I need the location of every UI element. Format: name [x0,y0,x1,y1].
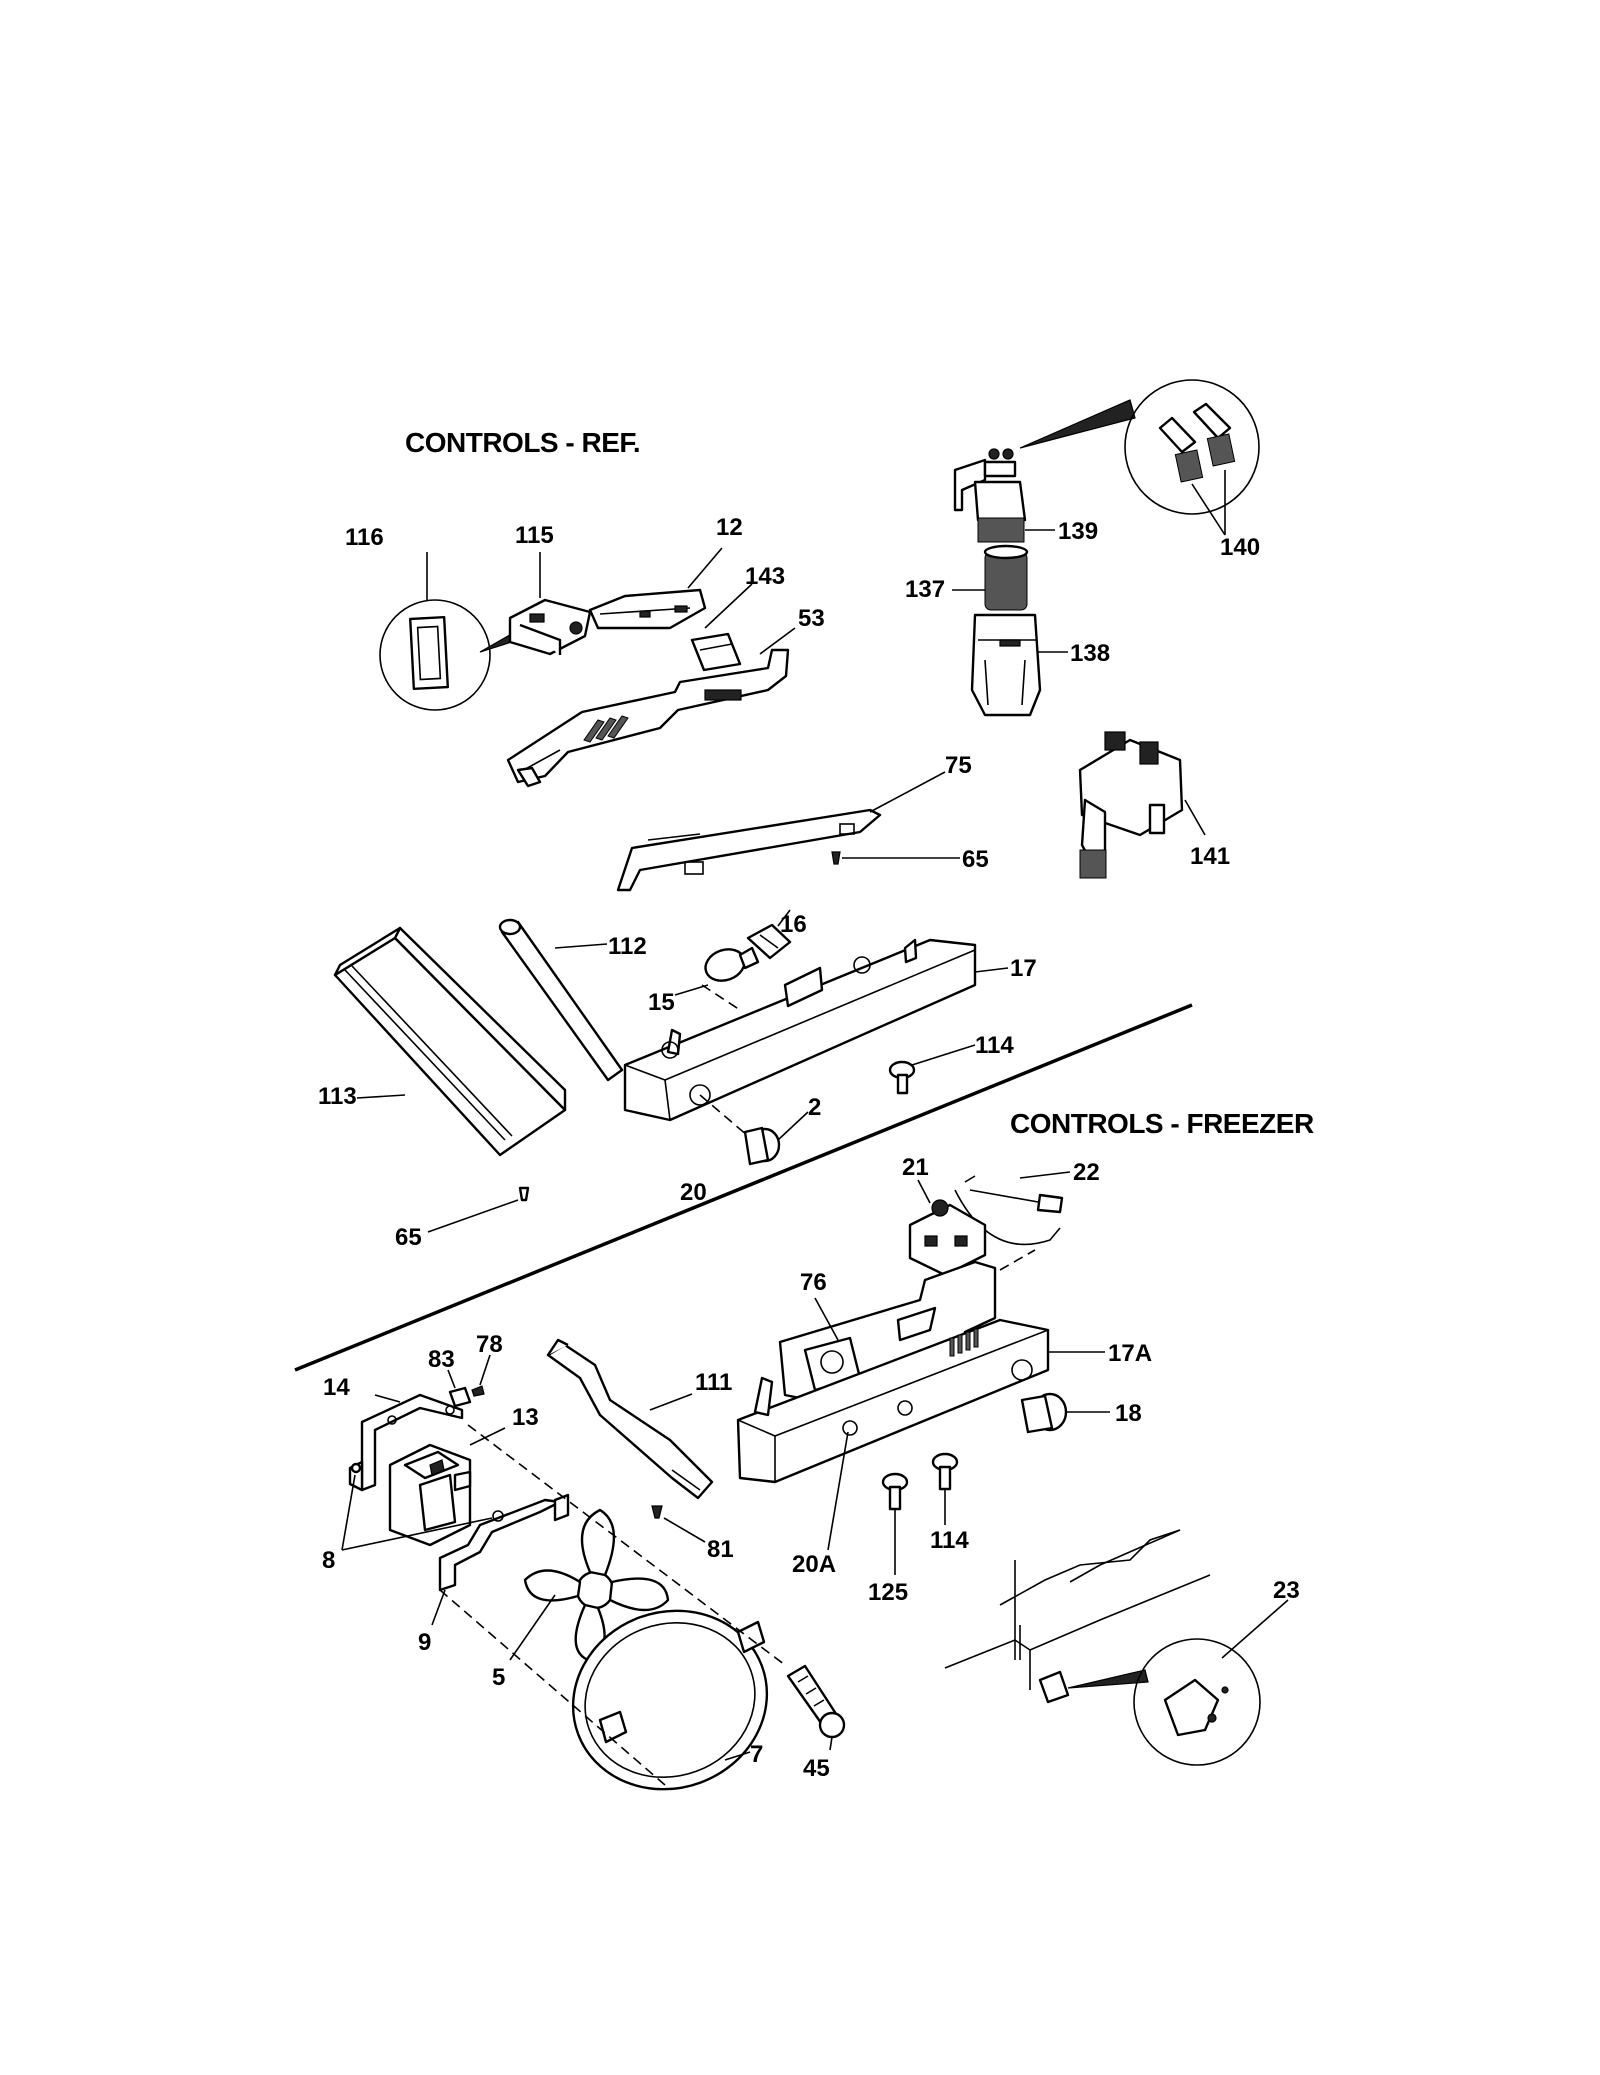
part-75-plate [616,771,946,892]
part-23-cabinet-thermostat [944,1529,1289,1766]
part-76-control-housing [778,1249,1036,1400]
part-17-control-housing [623,938,1009,1122]
assembly-line [439,1589,666,1786]
part-139-filter-head [953,399,1136,543]
part-13-fan-motor [388,1427,506,1547]
part-17a-control-housing [736,1318,1105,1484]
part-7-fan-shroud [571,1609,769,1791]
callout-17: 17 [1010,955,1037,982]
callout-137: 137 [905,576,945,603]
part-137-filter-cartridge [952,544,1029,611]
part-143-clip [690,583,753,672]
part-9-bracket [431,1493,570,1626]
callout-78: 78 [476,1331,503,1358]
part-65-screw-lower [427,1186,530,1233]
callout-21: 21 [902,1154,929,1181]
callout-115: 115 [515,522,554,549]
callout-20: 20 [680,1179,707,1206]
callout-17a: 17A [1108,1340,1152,1367]
part-112-rod [498,918,624,1082]
callout-111: 111 [695,1369,732,1396]
part-5-fan-blade [509,1508,670,1662]
part-12-cover [588,547,723,630]
callout-138: 138 [1070,640,1110,667]
callout-141: 141 [1190,843,1230,870]
part-2-knob [699,1094,809,1166]
callout-7: 7 [750,1741,763,1768]
part-21-thermostat [908,1179,987,1277]
part-8-grommets [341,1462,493,1551]
part-83-clip [447,1369,472,1408]
assembly-line [467,1424,786,1666]
callout-16: 16 [780,911,807,938]
part-116-gasket-detail [379,552,519,711]
part-53-bracket [506,627,796,788]
callout-75: 75 [945,752,972,779]
callout-140: 140 [1220,534,1260,561]
callout-2: 2 [808,1094,821,1121]
callout-13: 13 [512,1404,539,1431]
callout-53: 53 [798,605,825,632]
callout-65-lower: 65 [395,1224,422,1251]
callout-14: 14 [323,1374,350,1401]
part-18-knob [1020,1392,1110,1434]
part-138-filter-bowl [970,613,1068,717]
callout-76: 76 [800,1269,827,1296]
title-controls-freezer: CONTROLS - FREEZER [1010,1108,1314,1139]
callout-23: 23 [1273,1577,1300,1604]
callout-116: 116 [345,524,384,551]
section-divider [294,1003,1193,1372]
part-115-switch [508,552,592,656]
callout-12: 12 [716,514,743,541]
title-controls-ref: CONTROLS - REF. [405,427,640,458]
callout-112: 112 [608,933,647,960]
callout-5: 5 [492,1664,505,1691]
callout-65-upper: 65 [962,846,989,873]
callout-114-lower: 114 [930,1527,969,1554]
callout-15: 15 [648,989,675,1016]
callout-83: 83 [428,1346,455,1373]
callout-20a: 20A [792,1551,836,1578]
part-16-socket [746,909,792,960]
part-111-bracket [546,1338,714,1500]
callout-143: 143 [745,563,785,590]
part-141-valve [1078,731,1206,879]
part-78-screw [471,1354,491,1397]
callout-8: 8 [322,1547,335,1574]
part-20a-opening [827,1431,849,1551]
part-114-thermostat-knob-upper [888,1044,976,1095]
callout-113: 113 [318,1083,357,1110]
callout-125: 125 [868,1579,908,1606]
part-81-screw [651,1505,706,1543]
callout-139: 139 [1058,518,1098,545]
callout-9: 9 [418,1629,431,1656]
callout-114-upper: 114 [975,1032,1014,1059]
callout-81: 81 [707,1536,734,1563]
part-114-thermostat-knob-lower [931,1452,959,1525]
part-45-screw [786,1664,846,1751]
part-113-trim [333,926,567,1157]
part-15-bulb [674,946,760,1011]
callout-18: 18 [1115,1400,1142,1427]
callout-45: 45 [803,1755,830,1782]
part-125-knob [881,1472,909,1575]
callout-22: 22 [1073,1159,1100,1186]
part-22-sensor-tube [954,1171,1071,1246]
part-65-screw-upper [831,851,960,865]
part-140-fittings-detail [1124,379,1260,536]
